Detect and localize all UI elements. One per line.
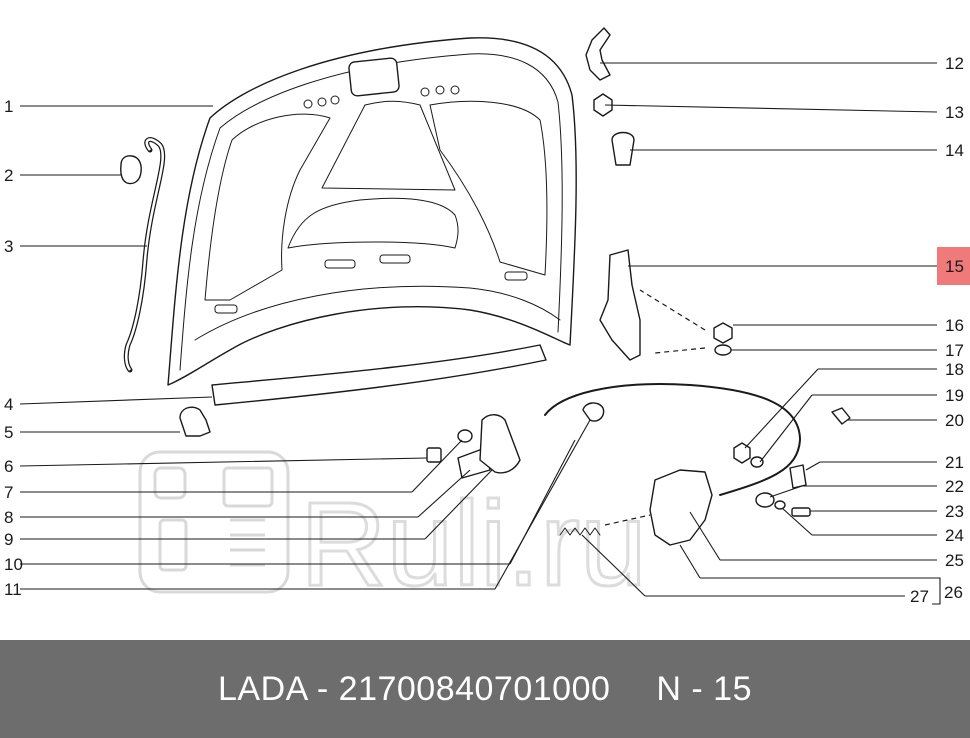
lock-bracket <box>599 249 641 361</box>
callout-3: 3 <box>4 237 13 256</box>
callout-27: 27 <box>910 587 929 606</box>
lock-nut <box>733 442 751 464</box>
part-number-label: LADA - 21700840701000 <box>218 669 611 708</box>
lock-bolt <box>791 507 811 517</box>
callout-4: 4 <box>4 395 13 414</box>
callout-14: 14 <box>945 141 964 160</box>
callout-23: 23 <box>945 502 964 521</box>
callout-6: 6 <box>4 457 13 476</box>
callout-5: 5 <box>4 423 13 442</box>
callout-17: 17 <box>945 341 964 360</box>
callout-numbers: 1 2 3 4 5 6 7 8 9 10 11 12 13 14 15 16 1… <box>4 54 964 606</box>
fit-arrow-b <box>654 347 706 354</box>
release-cable <box>544 383 801 496</box>
callout-11: 11 <box>4 580 22 599</box>
callout-1: 1 <box>4 97 13 116</box>
hinge-bolt <box>426 447 442 463</box>
callout-24: 24 <box>945 526 964 545</box>
callout-7: 7 <box>4 483 13 502</box>
bolt-washer <box>755 492 775 508</box>
callout-10: 10 <box>4 555 23 574</box>
hood-panel <box>167 37 577 386</box>
bracket-washer <box>714 344 732 356</box>
cable-bracket <box>789 464 807 489</box>
cable-grommet <box>582 402 605 422</box>
highlight-15 <box>937 247 970 285</box>
hinge-washer <box>457 429 473 443</box>
callout-12: 12 <box>945 54 964 73</box>
callout-leader-lines <box>19 62 941 605</box>
callout-13: 13 <box>945 103 964 122</box>
watermark-text: Ruli.ru <box>300 477 647 611</box>
height-bumper <box>611 131 635 166</box>
footer-bar: LADA - 21700840701000 N - 15 <box>0 640 970 738</box>
callout-8: 8 <box>4 508 13 527</box>
callout-2: 2 <box>4 166 13 185</box>
hood-hinge <box>479 414 521 474</box>
hood-assembly-diagram: Ruli.ru <box>4 27 970 613</box>
bracket-nut <box>713 322 733 344</box>
hood-lock <box>649 469 713 546</box>
position-label: N - 15 <box>656 669 752 708</box>
callout-22: 22 <box>945 477 964 496</box>
hood-seal-strip <box>211 344 547 406</box>
callout-19: 19 <box>945 386 964 405</box>
callout-26: 26 <box>944 583 963 602</box>
spring-washer <box>774 500 786 510</box>
seal-clip <box>179 406 211 437</box>
callout-21: 21 <box>945 453 964 472</box>
callout-18: 18 <box>945 360 964 379</box>
rubber-bumper <box>120 155 142 185</box>
watermark: Ruli.ru <box>138 450 648 613</box>
fit-arrow-a <box>639 289 706 331</box>
callout-15: 15 <box>945 257 964 276</box>
callout-20: 20 <box>945 411 964 430</box>
callout-25: 25 <box>945 551 964 570</box>
latch-catch <box>585 27 611 81</box>
callout-9: 9 <box>4 530 13 549</box>
catch-nut <box>593 93 613 117</box>
wire-clip <box>831 407 851 425</box>
lock-spring <box>559 527 601 536</box>
lock-washer <box>750 456 764 468</box>
callout-16: 16 <box>945 316 964 335</box>
